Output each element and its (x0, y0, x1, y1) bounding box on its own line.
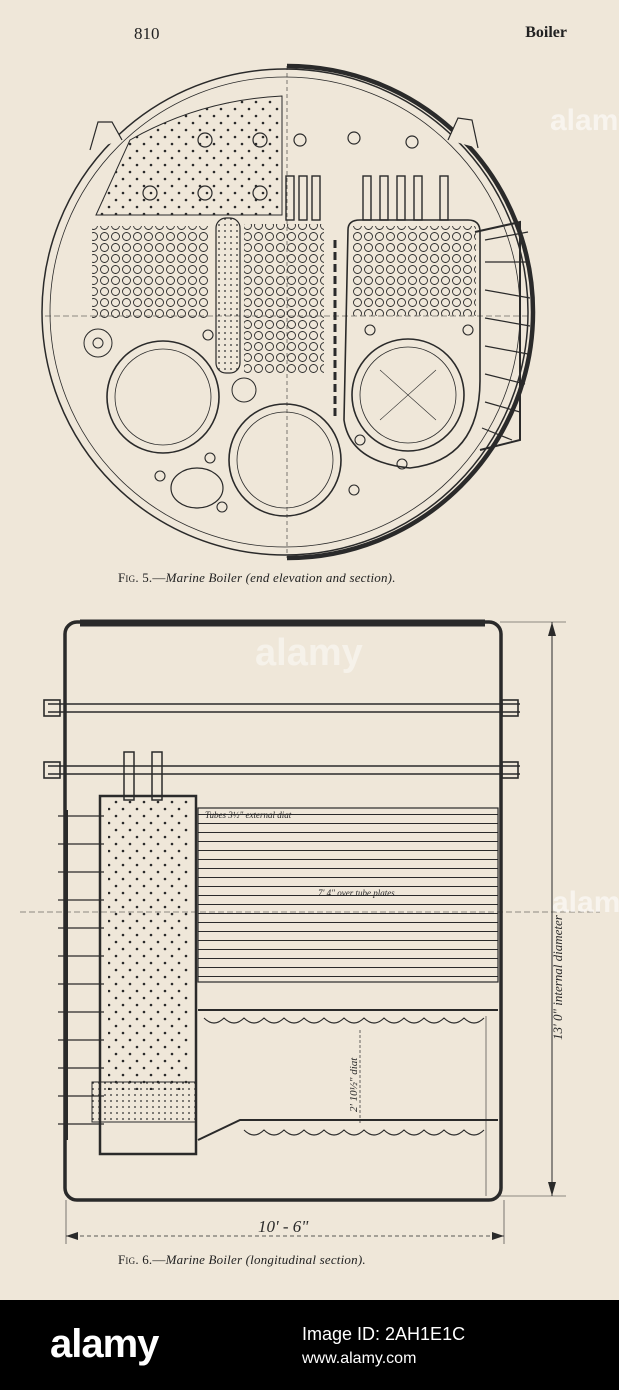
figure-5-caption: Fig. 5.—Marine Boiler (end elevation and… (118, 570, 396, 585)
scanned-page: 810 Boiler (0, 0, 619, 1300)
furnace-annotation: 2' 10½" diat (348, 1057, 360, 1112)
boiler-drawings: Tubes 3½" external diat 7' 4" over tube … (20, 63, 600, 1244)
figure-6-caption: Fig. 6.—Marine Boiler (longitudinal sect… (118, 1252, 366, 1267)
figure-5-label: Fig. 5. (118, 570, 153, 585)
tube-plates-annotation: 7' 4" over tube plates (318, 888, 395, 898)
tubes-annotation: Tubes 3½" external diat (205, 810, 292, 820)
page-number: 810 (134, 24, 160, 43)
watermark: alamy (550, 104, 619, 137)
watermark: alamy (552, 886, 619, 919)
alamy-logo: alamy (50, 1322, 159, 1366)
figure-6-label: Fig. 6. (118, 1252, 153, 1267)
figure-5-title: Marine Boiler (end elevation and section… (165, 570, 396, 585)
length-annotation: 10' - 6" (258, 1217, 309, 1236)
fig5-end-elevation (41, 63, 536, 561)
running-head: Boiler (525, 24, 567, 41)
footer-url: www.alamy.com (302, 1350, 417, 1367)
fig6-longitudinal-section (20, 619, 600, 1244)
watermark: alamy (255, 632, 363, 674)
image-id: Image ID: 2AH1E1C (302, 1324, 466, 1344)
figure-6-title: Marine Boiler (longitudinal section). (165, 1252, 366, 1267)
stock-footer-bar: alamy Image ID: 2AH1E1C www.alamy.com (0, 1300, 619, 1390)
diameter-annotation: 13' 0" internal diameter (550, 914, 565, 1040)
